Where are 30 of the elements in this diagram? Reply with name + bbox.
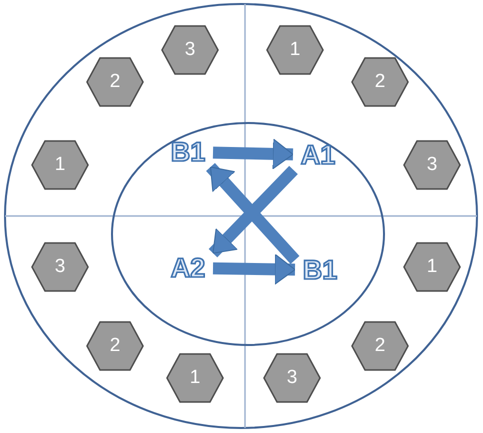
hexagon-tile xyxy=(266,25,324,75)
tile-number: 1 xyxy=(188,366,202,390)
hexagon-tile xyxy=(31,140,89,190)
hexagon-tile xyxy=(351,57,409,107)
hexagon-tile xyxy=(403,140,461,190)
tile-number: 3 xyxy=(184,38,196,62)
hexagon-tile xyxy=(403,242,461,292)
tile-number: 3 xyxy=(286,366,298,390)
hexagon-tile xyxy=(31,242,89,292)
pole-label: A2 xyxy=(163,253,213,283)
tile-number: 3 xyxy=(54,255,66,279)
hexagon-tile xyxy=(86,321,144,371)
tile-number: 2 xyxy=(374,70,386,94)
block-arrow xyxy=(212,138,294,170)
hexagon-tile xyxy=(166,353,224,403)
tile-number: 1 xyxy=(54,153,66,177)
tile-number: 1 xyxy=(288,38,302,62)
pole-label: A1 xyxy=(293,140,343,170)
tile-number: 2 xyxy=(374,334,386,358)
tile-number: 1 xyxy=(426,255,438,279)
hexagon-tile xyxy=(86,57,144,107)
tile-number: 3 xyxy=(426,153,438,177)
tile-number: 2 xyxy=(108,334,122,358)
pole-label: B1 xyxy=(295,255,345,285)
hexagon-tile xyxy=(351,321,409,371)
hexagon-tile xyxy=(263,353,321,403)
pole-label: B1 xyxy=(163,137,213,167)
block-arrow xyxy=(212,254,296,285)
hexagon-tile xyxy=(161,25,219,75)
tile-number: 2 xyxy=(108,70,122,94)
